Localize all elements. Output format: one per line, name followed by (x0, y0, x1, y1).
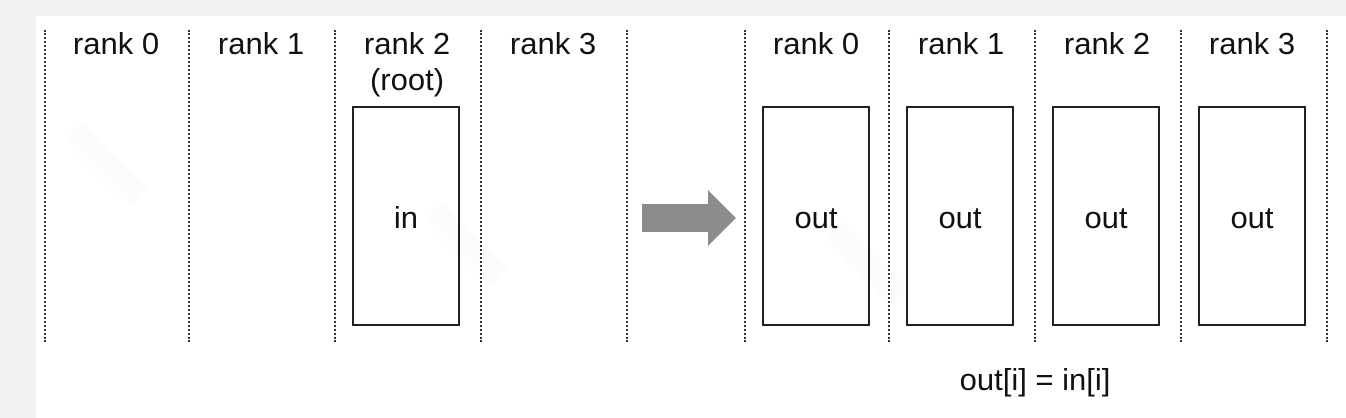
left-rank-2-label: rank 2 (363, 26, 451, 61)
divider-right-0 (744, 30, 746, 342)
arrow-shape (642, 190, 736, 246)
root-label: (root) (369, 62, 445, 97)
divider-left-4 (626, 30, 628, 342)
divider-left-2 (334, 30, 336, 342)
output-buffer-label-0: out (794, 200, 838, 235)
divider-left-3 (480, 30, 482, 342)
divider-right-3 (1180, 30, 1182, 342)
right-rank-3-label: rank 3 (1208, 26, 1296, 61)
right-rank-2-label: rank 2 (1063, 26, 1151, 61)
left-rank-0-label: rank 0 (72, 26, 160, 61)
divider-right-1 (888, 30, 890, 342)
divider-left-0 (44, 30, 46, 342)
input-buffer-box: in (352, 106, 460, 326)
output-buffer-label-3: out (1230, 200, 1274, 235)
divider-right-4 (1326, 30, 1328, 342)
formula-label: out[i] = in[i] (959, 362, 1111, 397)
divider-right-2 (1034, 30, 1036, 342)
right-rank-1-label: rank 1 (917, 26, 1005, 61)
output-buffer-label-1: out (938, 200, 982, 235)
left-rank-1-label: rank 1 (217, 26, 305, 61)
output-buffer-label-2: out (1084, 200, 1128, 235)
output-buffer-box-2: out (1052, 106, 1160, 326)
output-buffer-box-3: out (1198, 106, 1306, 326)
right-rank-0-label: rank 0 (772, 26, 860, 61)
divider-left-1 (188, 30, 190, 342)
input-buffer-label: in (393, 200, 419, 235)
output-buffer-box-0: out (762, 106, 870, 326)
right-arrow-icon (642, 190, 736, 246)
output-buffer-box-1: out (906, 106, 1014, 326)
left-rank-3-label: rank 3 (509, 26, 597, 61)
